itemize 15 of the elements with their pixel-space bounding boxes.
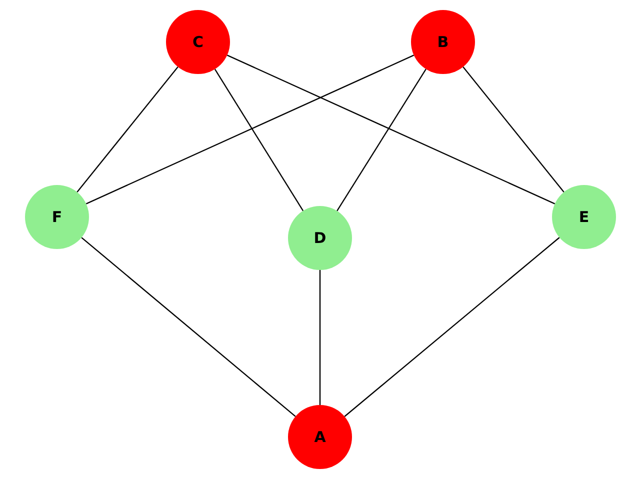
connector-line <box>344 237 560 417</box>
node-label: A <box>314 428 326 446</box>
node-label: E <box>578 208 590 226</box>
connector-line <box>226 54 556 204</box>
connector-line <box>319 270 321 405</box>
node-label: C <box>192 33 204 51</box>
node-label: F <box>52 208 62 226</box>
node-label: D <box>314 229 326 247</box>
node-label: B <box>437 33 449 51</box>
connector-line <box>214 68 304 212</box>
connector-line <box>336 68 426 212</box>
connector-line <box>76 66 178 192</box>
connector-line <box>81 237 296 417</box>
connector-line <box>462 66 564 192</box>
connector-line <box>86 54 414 204</box>
